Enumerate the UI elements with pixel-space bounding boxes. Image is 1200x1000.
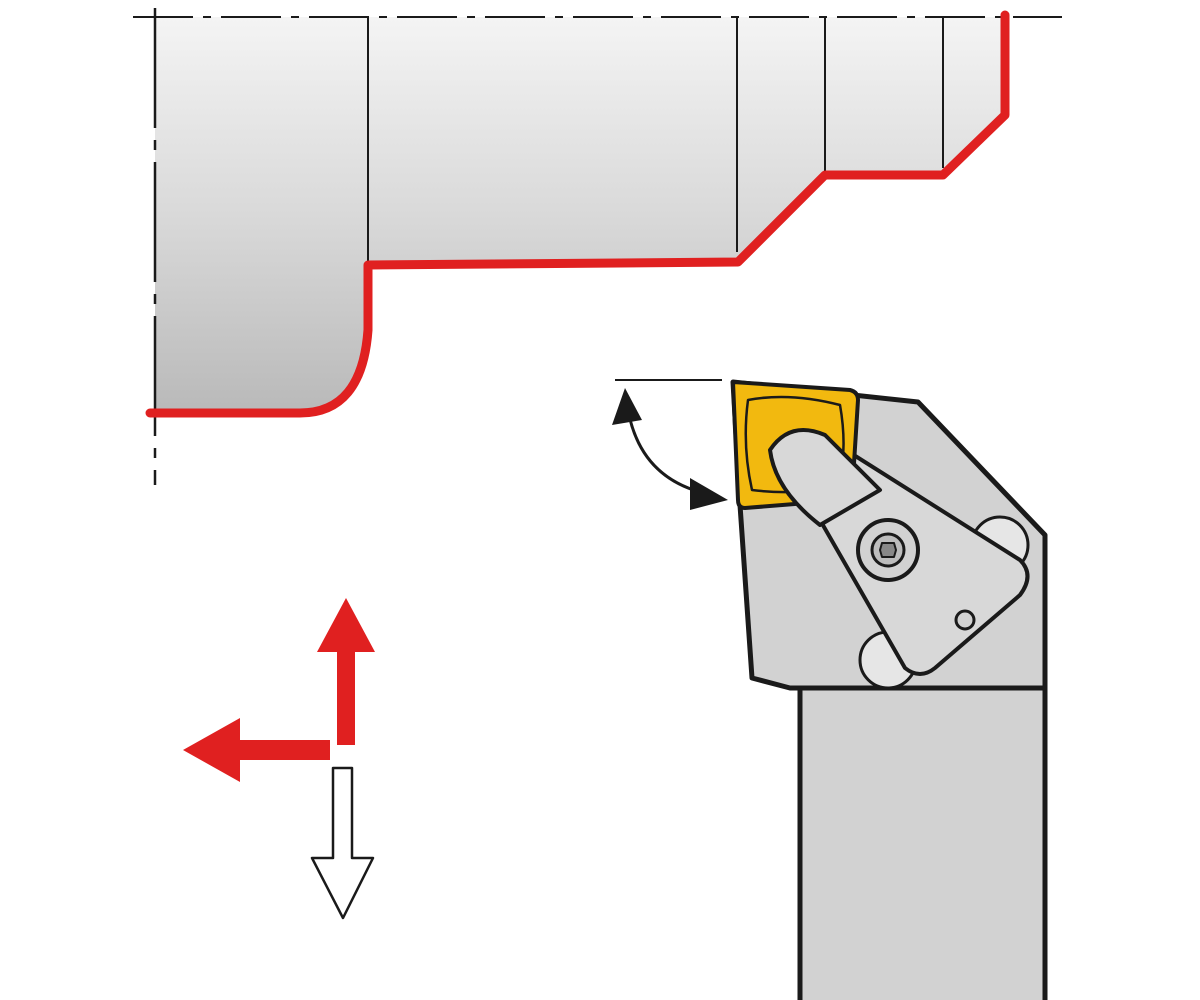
- machining-profile: [145, 10, 1010, 418]
- turning-tool-holder: [730, 379, 1048, 1000]
- approach-angle-arrow: [612, 379, 728, 510]
- arrow-up-icon: [317, 598, 375, 745]
- arrow-left-icon: [183, 718, 330, 782]
- feed-direction-arrows: [183, 598, 375, 920]
- tool-shank: [797, 685, 1048, 1000]
- arrow-down-icon: [310, 766, 375, 920]
- small-screw: [954, 609, 976, 631]
- workpiece-body: [155, 17, 1005, 413]
- workpiece: [133, 8, 1062, 485]
- torx-socket: [879, 542, 897, 558]
- clamp-nose: [768, 428, 882, 527]
